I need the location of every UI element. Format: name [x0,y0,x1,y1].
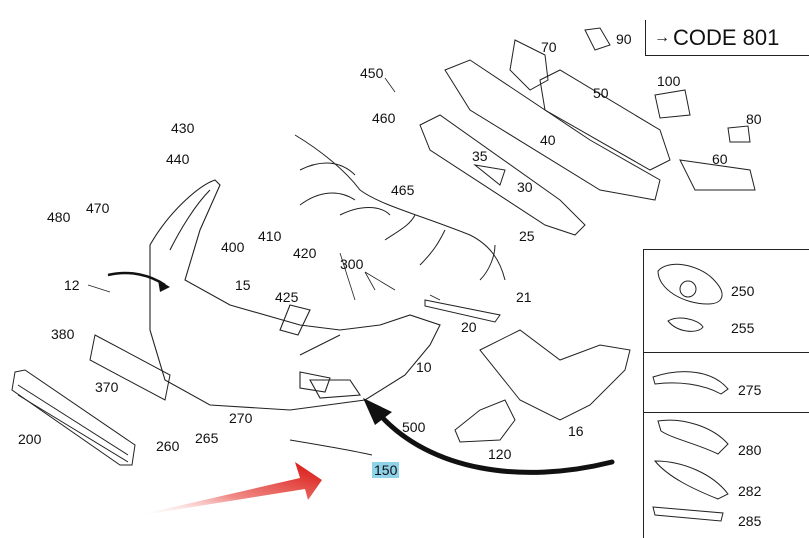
callout-30: 30 [517,179,533,195]
strip-drawing [289,439,373,456]
callout-100: 100 [657,73,681,89]
callout-275: 275 [738,382,762,398]
deflector-drawing [454,399,516,443]
callout-410: 410 [258,228,282,244]
callout-150-highlighted: 150 [372,462,400,478]
callout-10: 10 [416,359,432,375]
callout-265: 265 [195,430,219,446]
arrow-icon: → [654,28,670,46]
callout-70: 70 [541,39,557,55]
impact-absorber-drawings [419,27,756,236]
callout-60: 60 [712,151,728,167]
callout-460: 460 [372,110,396,126]
callout-380: 380 [51,326,75,342]
fog-lamp-cover-inset [643,249,809,538]
inset-divider [644,352,809,353]
callout-465: 465 [391,182,415,198]
callout-12: 12 [64,277,80,293]
callout-250: 250 [731,283,755,299]
black-arrowhead [363,398,392,425]
code-box: → CODE 801 [645,20,809,56]
leader-lines [87,77,441,301]
lamp-housing-drawing [424,299,631,421]
callout-21: 21 [516,289,532,305]
black-curved-arrow [377,412,615,475]
bracket-arrowhead [158,280,170,292]
callout-300: 300 [340,256,364,272]
callout-480: 480 [47,209,71,225]
callout-120: 120 [488,446,512,462]
callout-90: 90 [616,31,632,47]
callout-16: 16 [568,423,584,439]
inset-artwork [652,263,729,522]
callout-440: 440 [166,151,190,167]
callout-35: 35 [472,148,488,164]
callout-20: 20 [461,319,477,335]
code-label: CODE 801 [673,24,780,50]
callout-25: 25 [519,228,535,244]
grille-drawing [11,369,136,466]
bracket-arrow [107,271,166,287]
callout-500: 500 [402,419,426,435]
callout-400: 400 [221,239,245,255]
callout-80: 80 [746,111,762,127]
callout-470: 470 [86,200,110,216]
callout-255: 255 [731,320,755,336]
plate-holder-drawing [89,334,171,401]
wiring-harness-drawing [294,134,506,281]
red-arrow [130,462,322,517]
callout-450: 450 [360,65,384,81]
callout-420: 420 [293,245,317,261]
callout-430: 430 [171,120,195,136]
callout-282: 282 [738,483,762,499]
inset-divider [644,412,809,413]
callout-285: 285 [738,513,762,529]
callout-280: 280 [738,442,762,458]
callout-200: 200 [18,431,42,447]
callout-270: 270 [229,410,253,426]
callout-425: 425 [275,289,299,305]
callout-370: 370 [95,379,119,395]
callout-40: 40 [540,132,556,148]
bumper-cover-drawing [149,179,441,411]
callout-260: 260 [156,438,180,454]
callout-15: 15 [235,277,251,293]
callout-50: 50 [593,85,609,101]
